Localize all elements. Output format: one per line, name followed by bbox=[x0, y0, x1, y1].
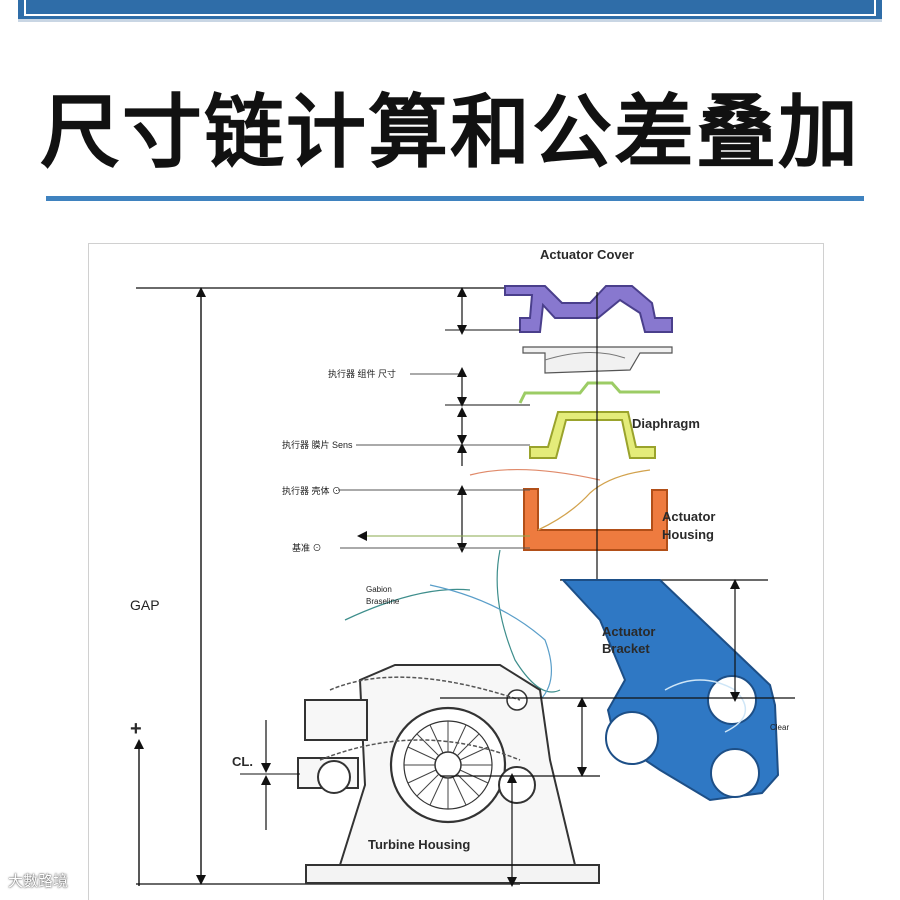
actuator-cover-part bbox=[504, 285, 673, 333]
gap-label: GAP bbox=[130, 597, 160, 613]
actuator-housing-part bbox=[523, 488, 668, 551]
annotation-5: Gabion bbox=[366, 585, 392, 594]
annotation-2: 执行器 膜片 Sens bbox=[282, 439, 353, 450]
actuator-bracket-label-1: Actuator bbox=[602, 624, 655, 639]
actuator-housing-label-2: Housing bbox=[662, 527, 714, 542]
turbine-chain-2 bbox=[319, 739, 521, 761]
diagram-frame bbox=[88, 243, 824, 900]
annotation-6: Braseline bbox=[366, 597, 400, 606]
housing-curve-2 bbox=[469, 468, 601, 481]
annotation-7: Clear bbox=[770, 723, 789, 732]
actuator-bracket-part bbox=[560, 579, 780, 802]
bracket-hole-2 bbox=[707, 675, 757, 725]
top-banner bbox=[18, 0, 882, 22]
watermark: 大數路境 bbox=[8, 872, 69, 890]
diaphragm-lower-plate-part bbox=[518, 381, 660, 404]
turbine-bolt-top bbox=[506, 689, 528, 711]
curve-blue-1 bbox=[429, 584, 553, 701]
clearance-label: CL. bbox=[232, 754, 253, 769]
annotation-4: 基准 ⊙ bbox=[292, 542, 322, 553]
top-banner-frame bbox=[24, 0, 876, 16]
turbine-port-left bbox=[317, 760, 351, 794]
turbine-base-plate bbox=[305, 864, 600, 884]
turbine-blades bbox=[404, 721, 492, 809]
bracket-hole-3 bbox=[710, 748, 760, 798]
turbine-housing-label: Turbine Housing bbox=[368, 837, 470, 852]
annotation-3: 执行器 壳体 ⊙ bbox=[282, 485, 341, 496]
bracket-hole-1 bbox=[605, 711, 659, 765]
title-underline bbox=[46, 196, 864, 201]
gasket-curve bbox=[544, 352, 626, 361]
actuator-cover-label: Actuator Cover bbox=[540, 247, 634, 262]
diaphragm-part bbox=[529, 411, 656, 459]
turbine-port-right bbox=[498, 766, 536, 804]
page-title: 尺寸链计算和公差叠加 bbox=[40, 86, 860, 179]
plus-label: + bbox=[130, 718, 142, 740]
turbine-chain-1 bbox=[329, 676, 521, 701]
housing-curve-1 bbox=[537, 469, 651, 531]
curve-teal-1 bbox=[344, 588, 471, 621]
actuator-bracket-label-2: Bracket bbox=[602, 641, 650, 656]
annotation-1: 执行器 组件 尺寸 bbox=[328, 368, 396, 379]
turbine-inlet-flange bbox=[304, 699, 368, 741]
actuator-housing-label-1: Actuator bbox=[662, 509, 715, 524]
diaphragm-label: Diaphragm bbox=[632, 416, 700, 431]
